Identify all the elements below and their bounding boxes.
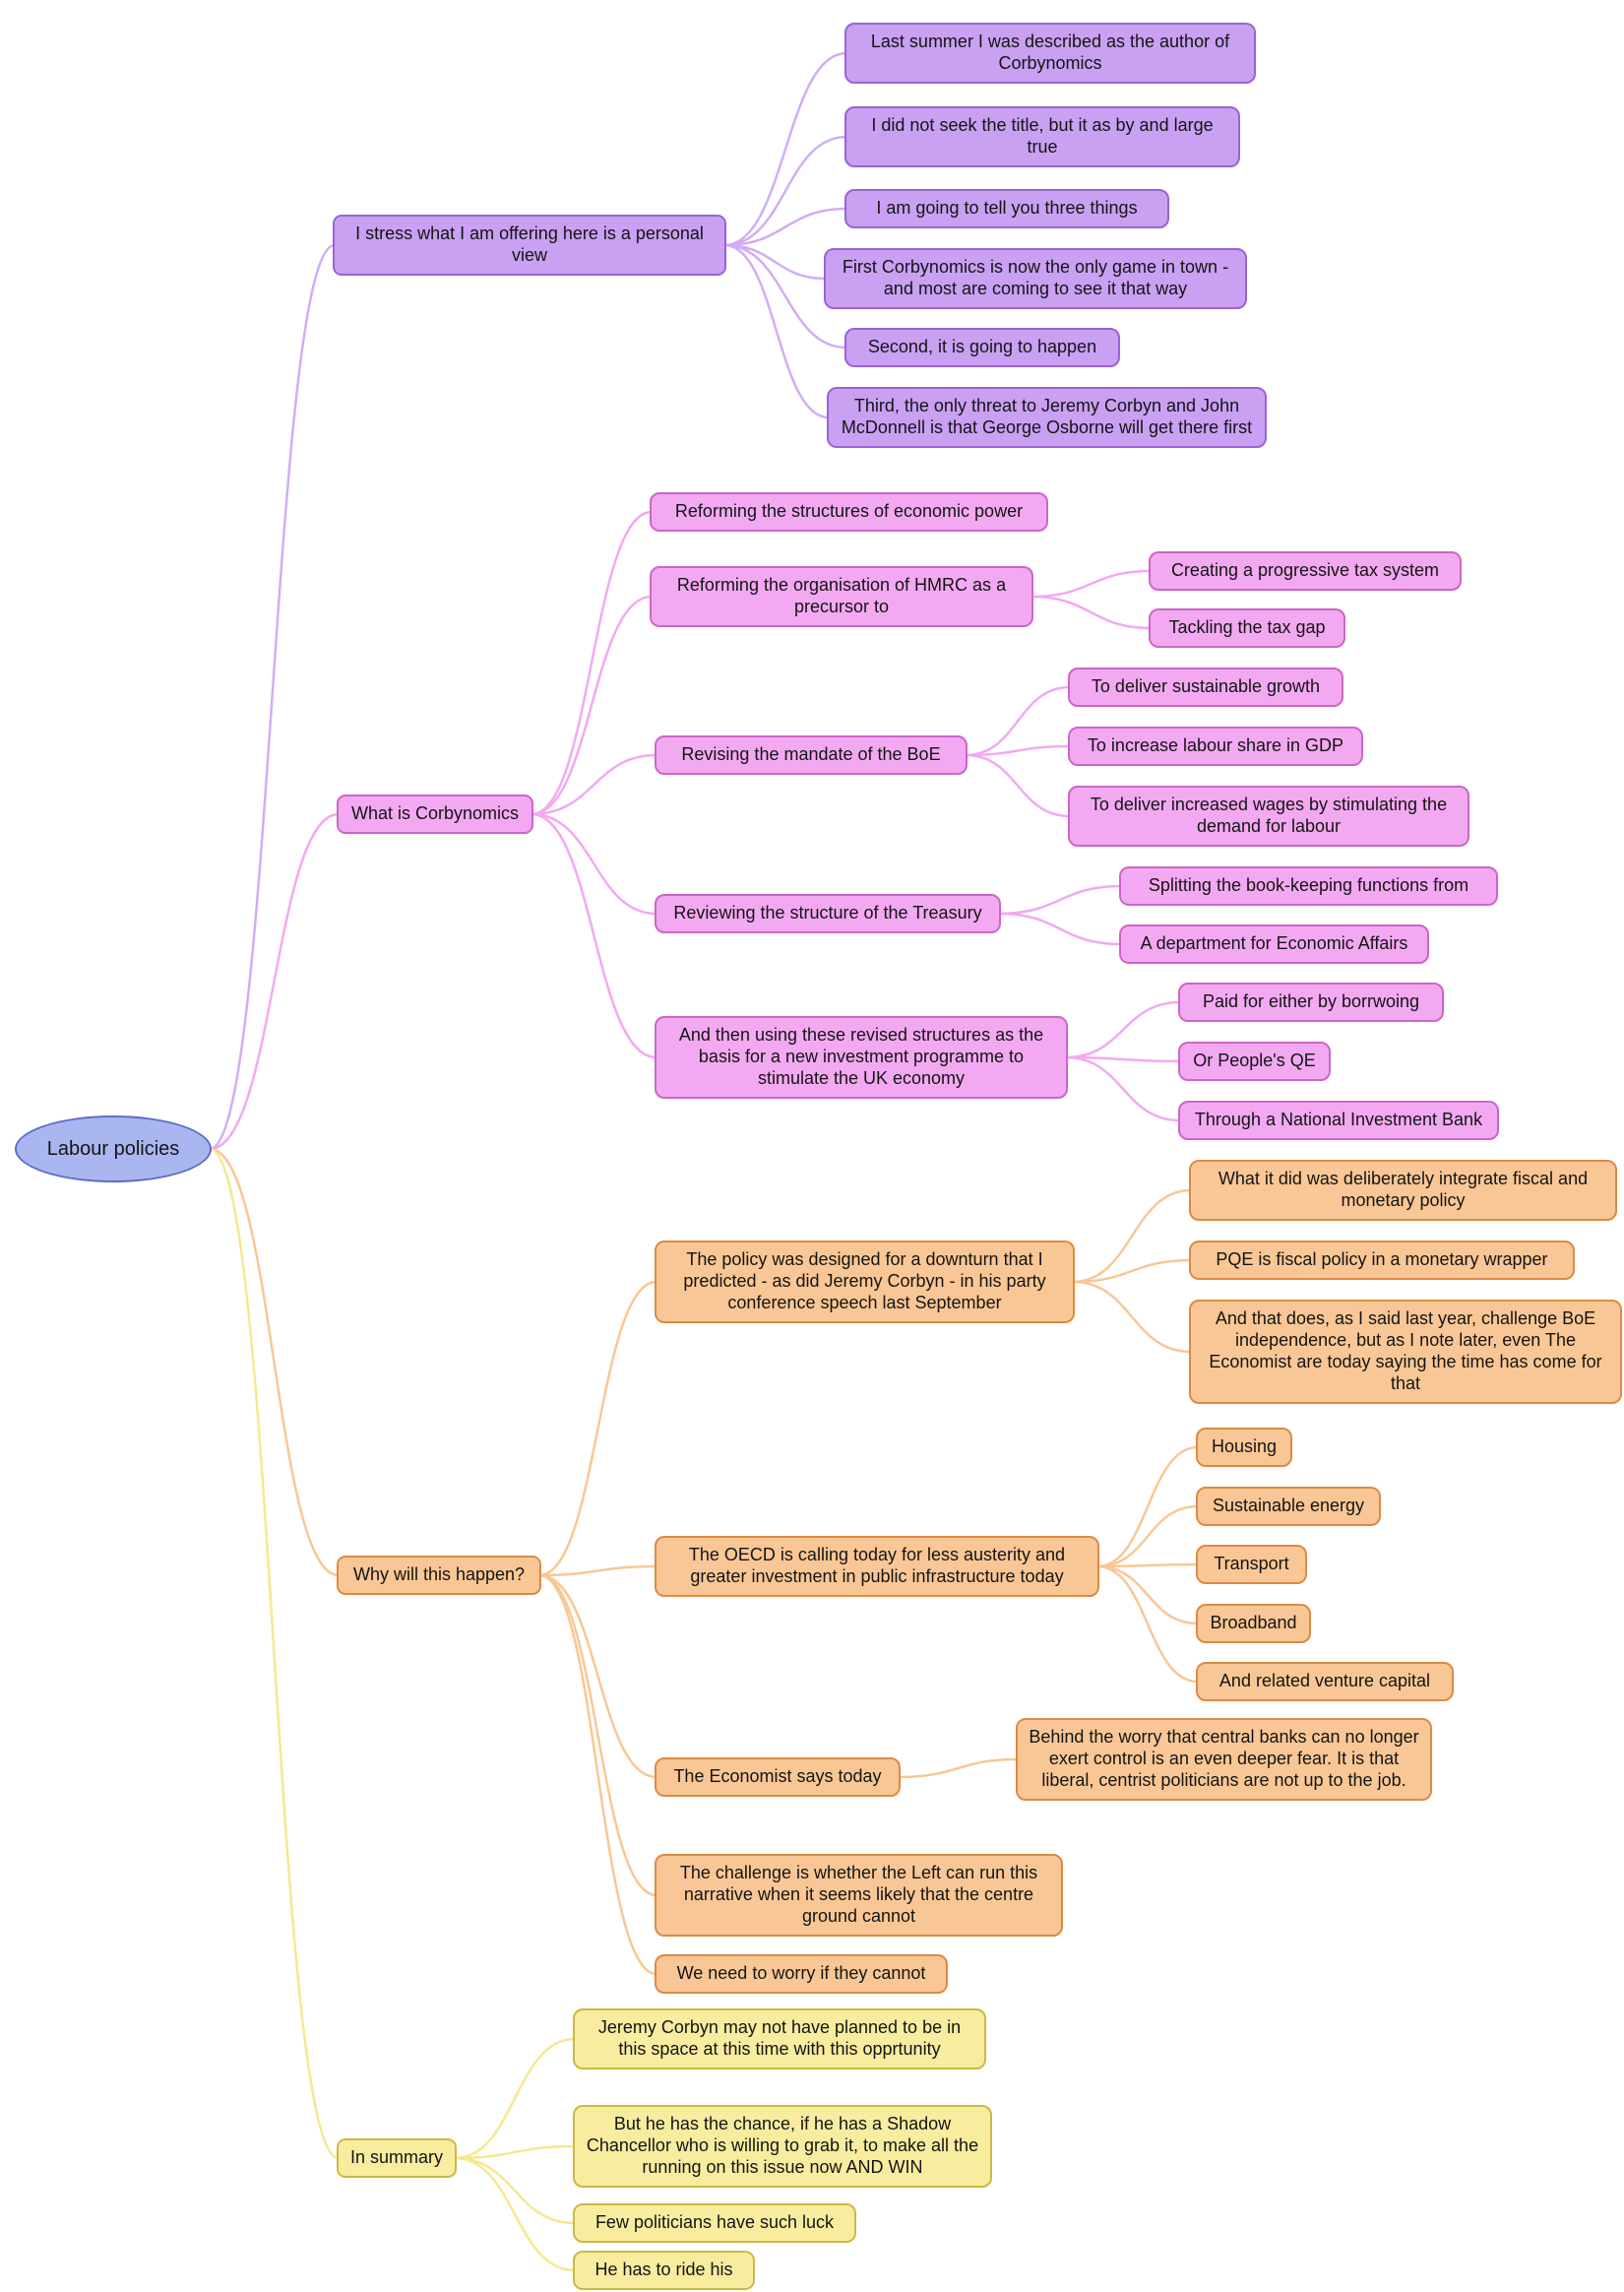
mindmap-node[interactable]: Splitting the book-keeping functions fro… (1119, 866, 1498, 906)
mindmap-node[interactable]: The Economist says today (655, 1757, 901, 1797)
mindmap-node[interactable]: Or People's QE (1178, 1042, 1331, 1081)
mindmap-node[interactable]: To deliver sustainable growth (1068, 668, 1343, 707)
mindmap-node[interactable]: The challenge is whether the Left can ru… (655, 1854, 1063, 1937)
mindmap-node[interactable]: Behind the worry that central banks can … (1016, 1718, 1432, 1801)
mindmap-node[interactable]: Broadband (1196, 1604, 1311, 1643)
mindmap-node[interactable]: Paid for either by borrwoing (1178, 983, 1444, 1022)
mindmap-node[interactable]: Reviewing the structure of the Treasury (655, 894, 1001, 933)
mindmap-node[interactable]: Through a National Investment Bank (1178, 1101, 1499, 1140)
mindmap-node[interactable]: Housing (1196, 1428, 1292, 1467)
mindmap-node[interactable]: Third, the only threat to Jeremy Corbyn … (827, 387, 1267, 448)
mindmap-node[interactable]: The policy was designed for a downturn t… (655, 1241, 1075, 1323)
mindmap-node[interactable]: What it did was deliberately integrate f… (1189, 1160, 1617, 1221)
mindmap-node[interactable]: Few politicians have such luck (573, 2203, 856, 2243)
branch-why-will-this-happen[interactable]: Why will this happen? (337, 1556, 541, 1595)
mindmap-node[interactable]: I am going to tell you three things (844, 189, 1169, 228)
mindmap-node[interactable]: Reforming the organisation of HMRC as a … (650, 566, 1033, 627)
mindmap-node[interactable]: First Corbynomics is now the only game i… (824, 248, 1247, 309)
mindmap-node[interactable]: To deliver increased wages by stimulatin… (1068, 786, 1469, 847)
branch-what-is-corbynomics[interactable]: What is Corbynomics (337, 795, 533, 834)
mindmap-node[interactable]: Creating a progressive tax system (1149, 551, 1462, 591)
mindmap-node[interactable]: And related venture capital (1196, 1662, 1454, 1701)
mindmap-node[interactable]: Second, it is going to happen (844, 328, 1120, 367)
mindmap-node[interactable]: Jeremy Corbyn may not have planned to be… (573, 2008, 986, 2069)
mindmap-node[interactable]: Sustainable energy (1196, 1487, 1381, 1526)
mindmap-node[interactable]: Tackling the tax gap (1149, 608, 1345, 648)
mindmap-node[interactable]: And that does, as I said last year, chal… (1189, 1300, 1622, 1404)
branch-in-summary[interactable]: In summary (337, 2138, 457, 2178)
mindmap-node[interactable]: Reforming the structures of economic pow… (650, 492, 1048, 532)
mindmap-node[interactable]: PQE is fiscal policy in a monetary wrapp… (1189, 1241, 1575, 1280)
mindmap-node[interactable]: Transport (1196, 1545, 1307, 1584)
mindmap-node[interactable]: I did not seek the title, but it as by a… (844, 106, 1240, 167)
mindmap-node[interactable]: Last summer I was described as the autho… (844, 23, 1256, 84)
mindmap-node[interactable]: He has to ride his (573, 2251, 755, 2290)
branch-personal-view[interactable]: I stress what I am offering here is a pe… (333, 215, 726, 276)
mindmap-node[interactable]: But he has the chance, if he has a Shado… (573, 2105, 992, 2188)
mindmap-node[interactable]: To increase labour share in GDP (1068, 727, 1363, 766)
mindmap-node[interactable]: Revising the mandate of the BoE (655, 735, 968, 775)
root-node[interactable]: Labour policies (15, 1115, 212, 1182)
mindmap-node[interactable]: A department for Economic Affairs (1119, 924, 1429, 964)
mindmap-node[interactable]: The OECD is calling today for less auste… (655, 1536, 1099, 1597)
mindmap-node[interactable]: And then using these revised structures … (655, 1016, 1068, 1099)
mindmap-node[interactable]: We need to worry if they cannot (655, 1954, 948, 1994)
